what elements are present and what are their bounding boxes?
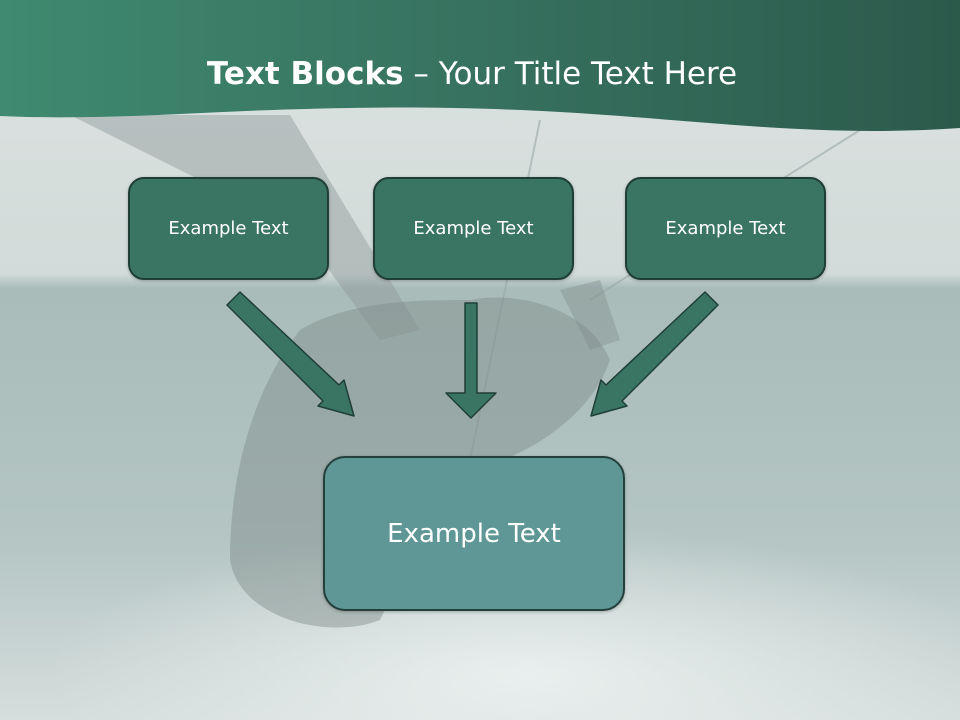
slide-title: Text Blocks – Your Title Text Here [0,52,944,96]
text-block-left[interactable]: Example Text [128,177,329,280]
title-regular: Your Title Text Here [438,56,738,92]
title-bold: Text Blocks [206,56,404,92]
title-separator: – [403,56,439,92]
text-block-right[interactable]: Example Text [625,177,826,280]
text-block-left-label: Example Text [168,218,289,239]
text-block-middle-label: Example Text [413,218,534,239]
text-block-middle[interactable]: Example Text [373,177,574,280]
text-block-right-label: Example Text [665,218,786,239]
text-block-bottom[interactable]: Example Text [323,456,625,611]
header-band [0,0,960,131]
text-block-bottom-label: Example Text [387,518,561,549]
